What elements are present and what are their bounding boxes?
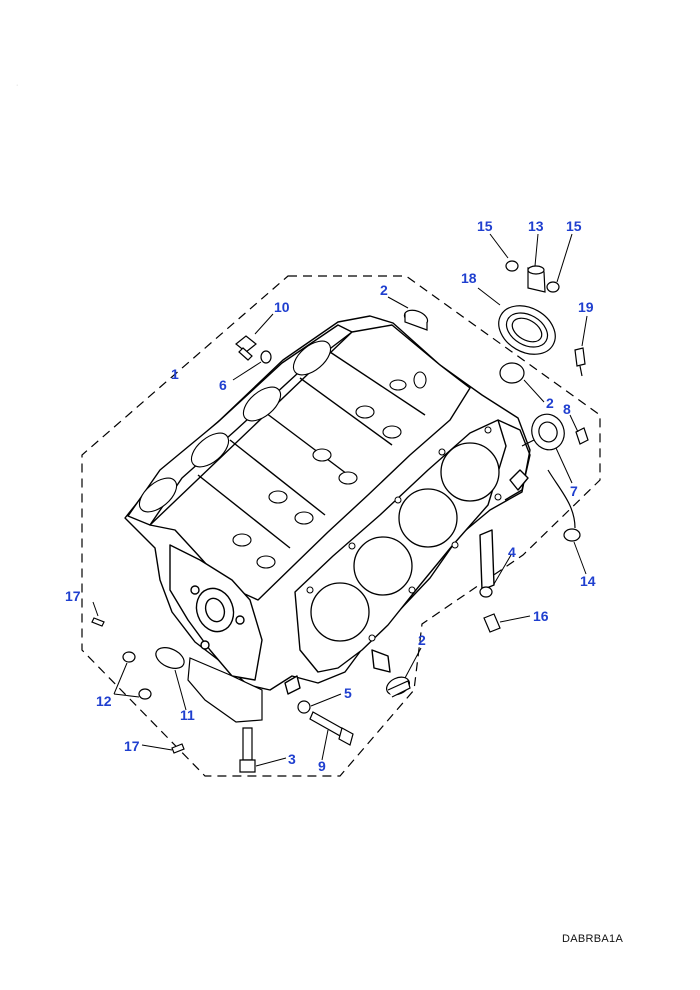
sensor-7	[521, 413, 565, 451]
callout-15-left: 15	[477, 218, 493, 234]
callout-2-top: 2	[380, 282, 388, 298]
washer-5	[297, 700, 311, 714]
callout-19: 19	[578, 299, 594, 315]
callout-10: 10	[274, 299, 290, 315]
rear-oil-seal-18	[498, 305, 556, 355]
tube-14	[547, 469, 581, 542]
core-plug-top	[403, 309, 429, 331]
stray-mark: ·	[16, 82, 19, 89]
bolt-3	[239, 727, 256, 773]
core-plug-right	[499, 362, 525, 384]
bolt-9	[309, 711, 354, 746]
cylinder-block	[124, 315, 531, 695]
callout-7: 7	[570, 483, 578, 499]
callout-2-right: 2	[546, 395, 554, 411]
dowel-12-upper	[122, 651, 136, 663]
pin-17-bottom	[171, 743, 185, 754]
core-plug-bottom	[386, 676, 411, 698]
callout-18: 18	[461, 270, 477, 286]
callout-3: 3	[288, 751, 296, 767]
sensor-19	[574, 347, 586, 377]
figure-reference-code: DABRBA1A	[562, 933, 624, 945]
callout-17-left: 17	[65, 588, 81, 604]
assembly-boundary-dashed	[81, 275, 601, 777]
callout-9: 9	[318, 758, 326, 774]
leader-lines	[92, 233, 588, 767]
callout-4: 4	[508, 544, 516, 560]
callout-2-bottom: 2	[418, 632, 426, 648]
plug-15-right	[546, 281, 560, 293]
callout-16: 16	[533, 608, 549, 624]
plug-13	[527, 265, 546, 293]
callout-13: 13	[528, 218, 544, 234]
pin-17-left	[91, 617, 105, 627]
component-parts	[91, 260, 589, 773]
callout-8: 8	[563, 401, 571, 417]
callout-5: 5	[344, 685, 352, 701]
callout-11: 11	[180, 707, 195, 723]
plug-15-left	[505, 260, 519, 272]
main-bearing-cap-11	[155, 647, 263, 723]
washer-6	[260, 350, 272, 364]
callout-14: 14	[580, 573, 596, 589]
dowel-12-lower	[138, 688, 152, 700]
plug-4	[479, 586, 493, 598]
callout-1: 1	[171, 366, 179, 382]
plug-16	[483, 613, 501, 633]
clip-8	[575, 427, 589, 445]
bolt-10	[235, 335, 257, 361]
callout-6: 6	[219, 377, 227, 393]
callout-17-bottom: 17	[124, 738, 140, 754]
callout-12: 12	[96, 693, 112, 709]
callout-15-right: 15	[566, 218, 582, 234]
